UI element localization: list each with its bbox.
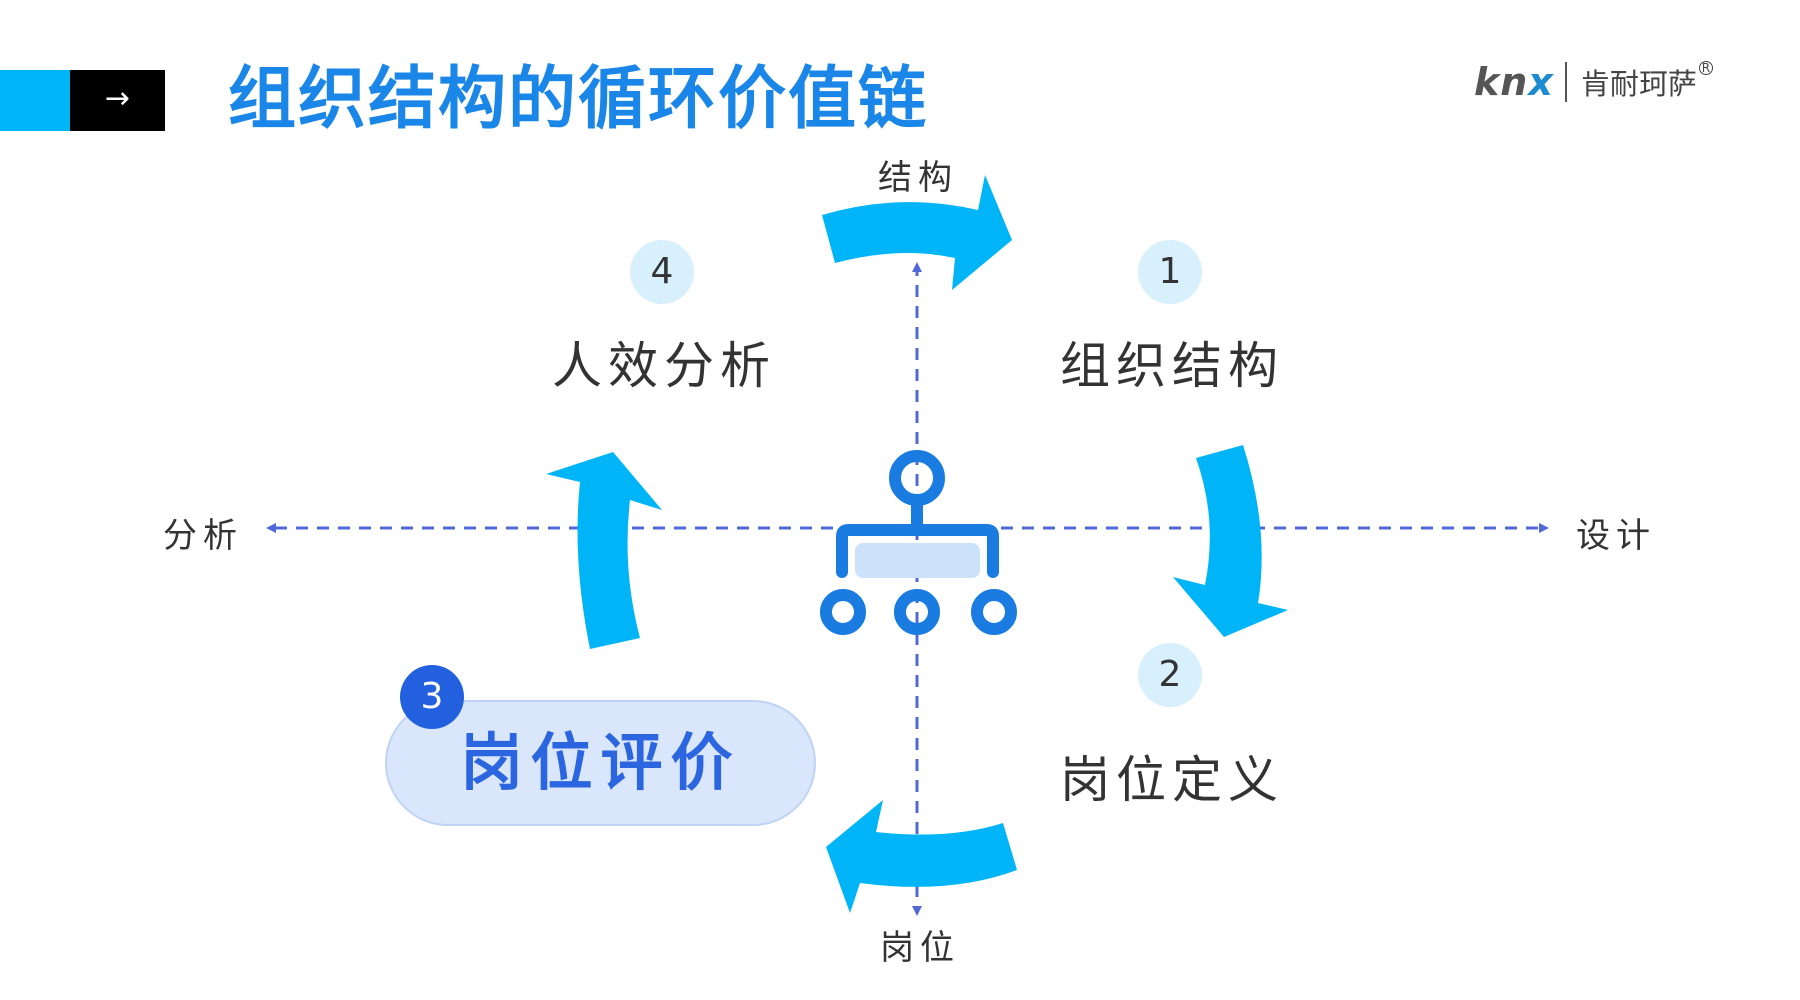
arrow-top-icon	[822, 175, 1012, 290]
step-number-4: 4	[630, 240, 694, 304]
step-label-2: 岗位定义	[1060, 751, 1284, 809]
logo-divider	[1564, 62, 1567, 102]
step-number-2: 2	[1138, 643, 1202, 707]
right-arrow-icon: →	[104, 81, 131, 116]
page-title: 组织结构的循环价值链	[228, 60, 929, 139]
header-accent-block	[0, 70, 70, 131]
arrow-bottom-icon	[826, 800, 1017, 913]
step-label-4: 人效分析	[552, 337, 776, 395]
axis-label-bottom: 岗位	[880, 928, 960, 968]
step-label-1: 组织结构	[1060, 337, 1284, 395]
step-number-1: 1	[1138, 240, 1202, 304]
axis-label-top: 结构	[878, 158, 958, 198]
logo-x: x	[1528, 60, 1553, 104]
arrow-right-icon	[1173, 445, 1288, 637]
step-label-3: 岗位评价	[460, 726, 741, 799]
header-arrow-block: →	[70, 70, 165, 131]
brand-logo: kn x 肯耐珂萨 R	[1474, 60, 1713, 104]
org-chart-icon	[820, 450, 1017, 635]
step-number-3: 3	[400, 665, 464, 729]
step-pill-3: 岗位评价	[385, 700, 816, 826]
axis-label-right: 设计	[1576, 516, 1656, 556]
arrow-left-icon	[546, 452, 662, 649]
org-chart-panel	[855, 543, 980, 578]
logo-chinese: 肯耐珂萨	[1580, 67, 1697, 101]
registered-icon: R	[1698, 61, 1713, 75]
logo-kn: kn	[1474, 60, 1529, 104]
axis-label-left: 分析	[163, 516, 243, 556]
